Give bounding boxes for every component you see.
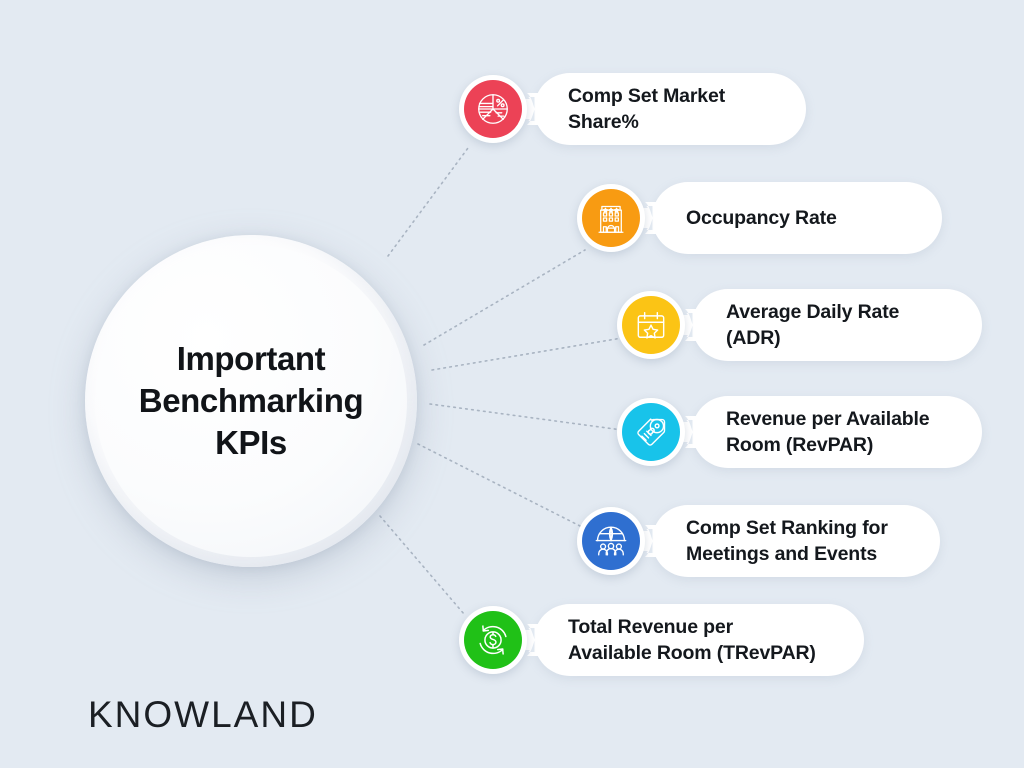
kpi-icon-badge <box>617 398 685 466</box>
kpi-label: Total Revenue per Available Room (TRevPA… <box>568 615 816 664</box>
kpi-icon-badge <box>577 184 645 252</box>
price-tag-key-icon <box>622 403 680 461</box>
hub-title-line-2: Benchmarking <box>138 381 364 419</box>
kpi-item[interactable]: Average Daily Rate (ADR) <box>617 289 982 361</box>
connector-line <box>379 515 465 615</box>
kpi-label-pill[interactable]: Total Revenue per Available Room (TRevPA… <box>534 604 864 676</box>
kpi-label: Comp Set Market Share% <box>568 84 726 133</box>
kpi-label-pill[interactable]: Revenue per Available Room (RevPAR) <box>692 396 982 468</box>
kpi-icon-badge <box>577 507 645 575</box>
hub-title-line-3: KPIs <box>215 424 287 462</box>
brand-logo: KNOWLAND <box>88 694 318 735</box>
kpi-item[interactable]: Occupancy Rate <box>577 182 942 254</box>
kpi-item[interactable]: Comp Set Ranking for Meetings and Events <box>577 505 940 577</box>
kpi-label: Average Daily Rate (ADR) <box>726 300 900 349</box>
kpi-label-pill[interactable]: Average Daily Rate (ADR) <box>692 289 982 361</box>
globe-people-icon <box>582 512 640 570</box>
hotel-building-icon <box>582 189 640 247</box>
connector-line <box>387 147 469 257</box>
pie-chart-percent-icon <box>464 80 522 138</box>
kpi-icon-badge <box>617 291 685 359</box>
page-title: Important Benchmarking KPIs <box>106 338 396 465</box>
kpi-label: Revenue per Available Room (RevPAR) <box>726 407 930 456</box>
kpi-item[interactable]: Revenue per Available Room (RevPAR) <box>617 396 982 468</box>
kpi-connector-notch <box>679 396 705 468</box>
kpi-item[interactable]: Comp Set Market Share% <box>459 73 806 145</box>
calendar-star-icon <box>622 296 680 354</box>
connector-line <box>423 249 586 346</box>
kpi-icon-badge <box>459 606 527 674</box>
kpi-label-pill[interactable]: Occupancy Rate <box>652 182 942 254</box>
kpi-label: Comp Set Ranking for Meetings and Events <box>686 516 888 565</box>
kpi-label: Occupancy Rate <box>686 206 837 229</box>
kpi-label-pill[interactable]: Comp Set Market Share% <box>534 73 806 145</box>
kpi-item[interactable]: Total Revenue per Available Room (TRevPA… <box>459 604 864 676</box>
hub-inner-ring <box>95 245 407 557</box>
connector-line <box>429 403 623 431</box>
connector-line <box>431 337 623 371</box>
kpi-label-pill[interactable]: Comp Set Ranking for Meetings and Events <box>652 505 940 577</box>
kpi-icon-badge <box>459 75 527 143</box>
central-hub: Important Benchmarking KPIs <box>85 235 417 567</box>
connector-line <box>417 443 585 529</box>
hub-title-line-1: Important <box>176 339 326 377</box>
dollar-refresh-icon <box>464 611 522 669</box>
